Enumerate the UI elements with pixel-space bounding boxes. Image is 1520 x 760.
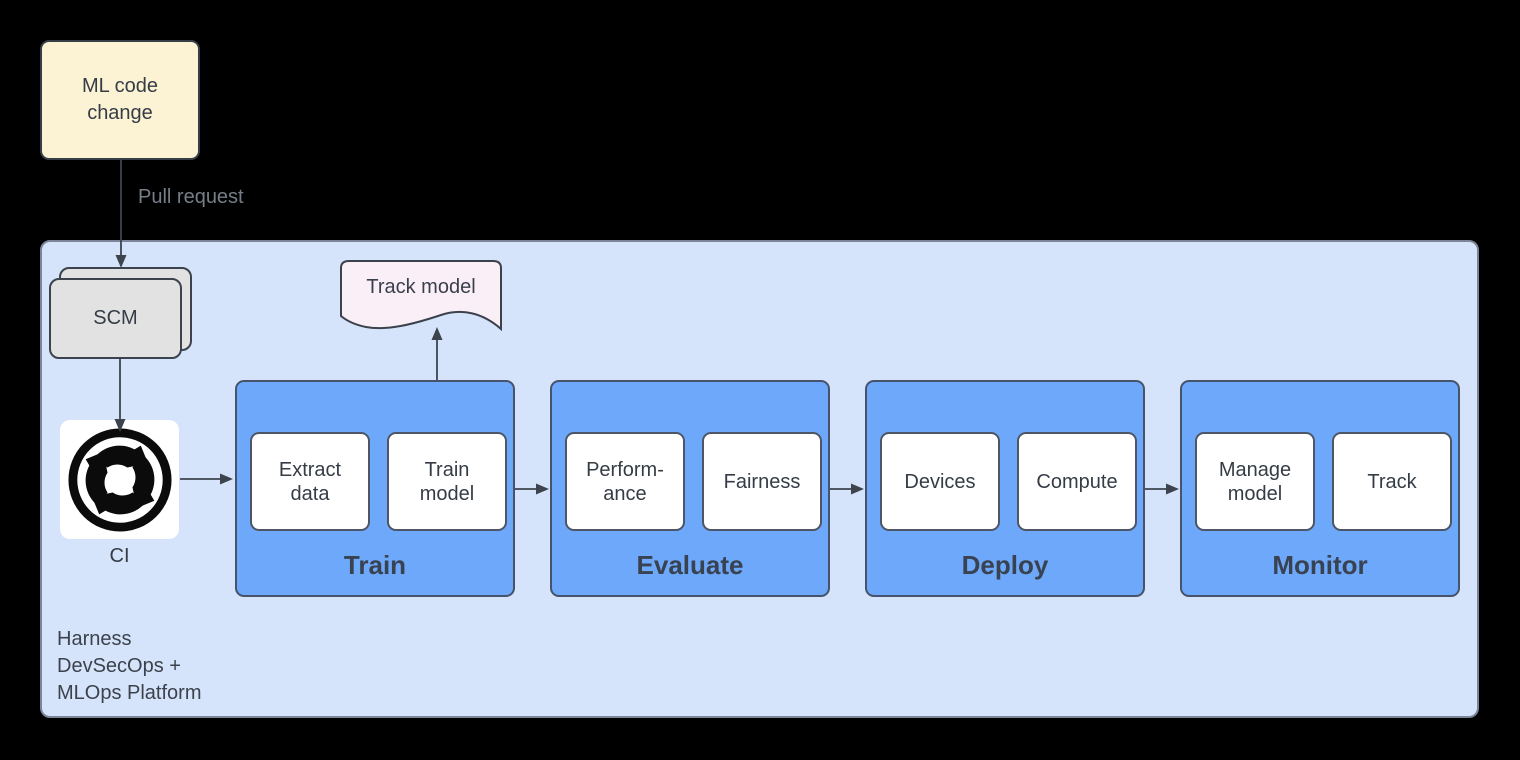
item-devices[interactable]: Devices	[880, 432, 1000, 531]
ci-cycle-arrows-icon	[67, 427, 172, 532]
stage-deploy-label: Deploy	[961, 550, 1049, 580]
ci-icon-blades	[85, 445, 154, 514]
pull-request-edge-label: Pull request	[138, 186, 244, 208]
item-compute[interactable]: Compute	[1017, 432, 1137, 531]
ml-code-change-node[interactable]: ML code change	[40, 40, 200, 160]
stage-train[interactable]: Extract data Train model Train	[235, 380, 515, 597]
scm-label: SCM	[93, 307, 138, 329]
stage-evaluate[interactable]: Perform- ance Fairness Evaluate	[550, 380, 830, 597]
item-train-model[interactable]: Train model	[387, 432, 507, 531]
stage-monitor-label: Monitor	[1272, 550, 1368, 580]
item-fairness[interactable]: Fairness	[702, 432, 822, 531]
ci-node[interactable]	[60, 420, 179, 539]
item-manage-model[interactable]: Manage model	[1195, 432, 1315, 531]
track-model-label: Track model	[366, 275, 476, 298]
ci-icon-ring	[67, 427, 172, 532]
ci-label: CI	[109, 545, 130, 567]
item-extract-data[interactable]: Extract data	[250, 432, 370, 531]
scm-node[interactable]: SCM	[49, 278, 182, 359]
stage-evaluate-label: Evaluate	[636, 550, 744, 580]
item-track[interactable]: Track	[1332, 432, 1452, 531]
stage-deploy[interactable]: Devices Compute Deploy	[865, 380, 1145, 597]
item-performance[interactable]: Perform- ance	[565, 432, 685, 531]
platform-label: Harness DevSecOps + MLOps Platform	[57, 628, 202, 704]
stage-train-label: Train	[343, 550, 407, 580]
stage-monitor[interactable]: Manage model Track Monitor	[1180, 380, 1460, 597]
